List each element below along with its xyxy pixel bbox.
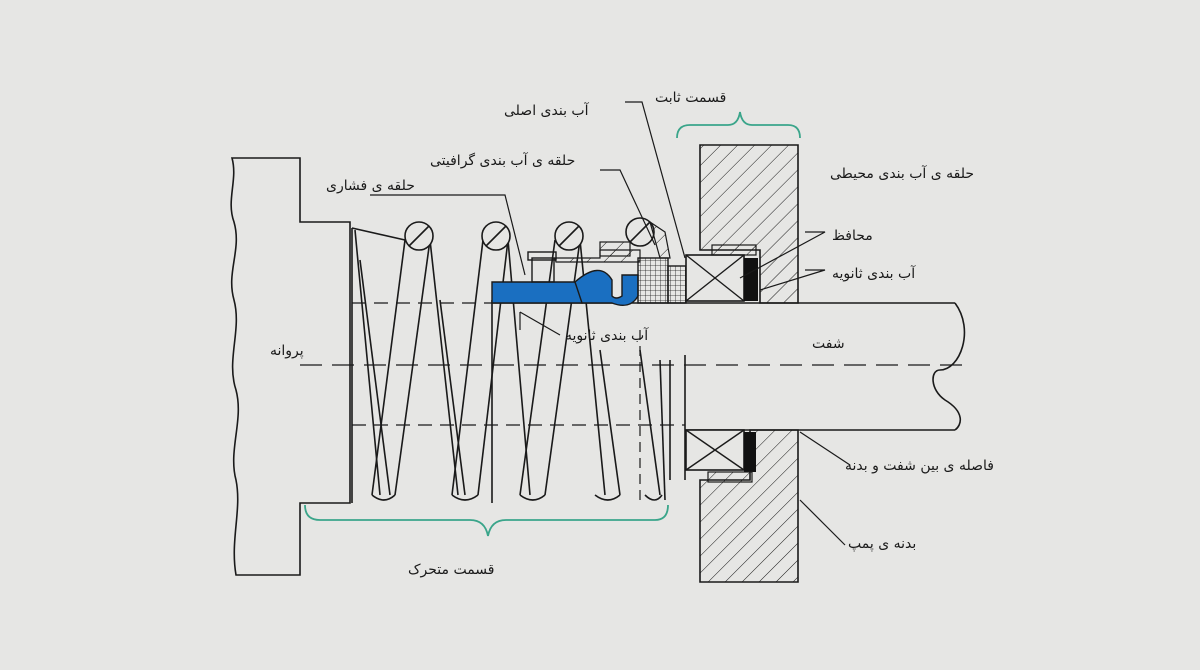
label-primary-seal: آب بندی اصلی	[504, 102, 590, 119]
label-graphite-seal-ring: حلقه ی آب بندی گرافیتی	[430, 152, 575, 169]
pump-body-bottom	[685, 429, 799, 583]
label-guard: محافظ	[832, 228, 873, 244]
impeller-body	[230, 157, 351, 576]
spring-wire-sections	[404, 217, 655, 251]
rotating-seal-assembly	[491, 220, 687, 306]
label-pump-body: بدنه ی پمپ	[848, 536, 916, 552]
label-compression-ring: حلقه ی فشاری	[326, 178, 415, 194]
label-shaft: شفت	[812, 336, 845, 352]
stationary-part-bracket	[676, 111, 801, 139]
label-rotating-part: قسمت متحرک	[408, 562, 495, 578]
rotating-part-bracket	[304, 504, 669, 537]
leader-lines	[370, 101, 851, 546]
stationary-gland-top	[685, 144, 799, 304]
label-stationary-part: قسمت ثابت	[655, 90, 726, 106]
label-secondary-seal-right: آب بندی ثانویه	[832, 265, 916, 282]
label-secondary-seal-bottom: آب بندی ثانویه	[565, 327, 649, 344]
label-peripheral-seal-ring: حلقه ی آب بندی محیطی	[830, 165, 974, 182]
label-shaft-body-gap: فاصله ی بین شفت و بدنه	[845, 458, 994, 474]
label-impeller: پروانه	[270, 343, 304, 359]
